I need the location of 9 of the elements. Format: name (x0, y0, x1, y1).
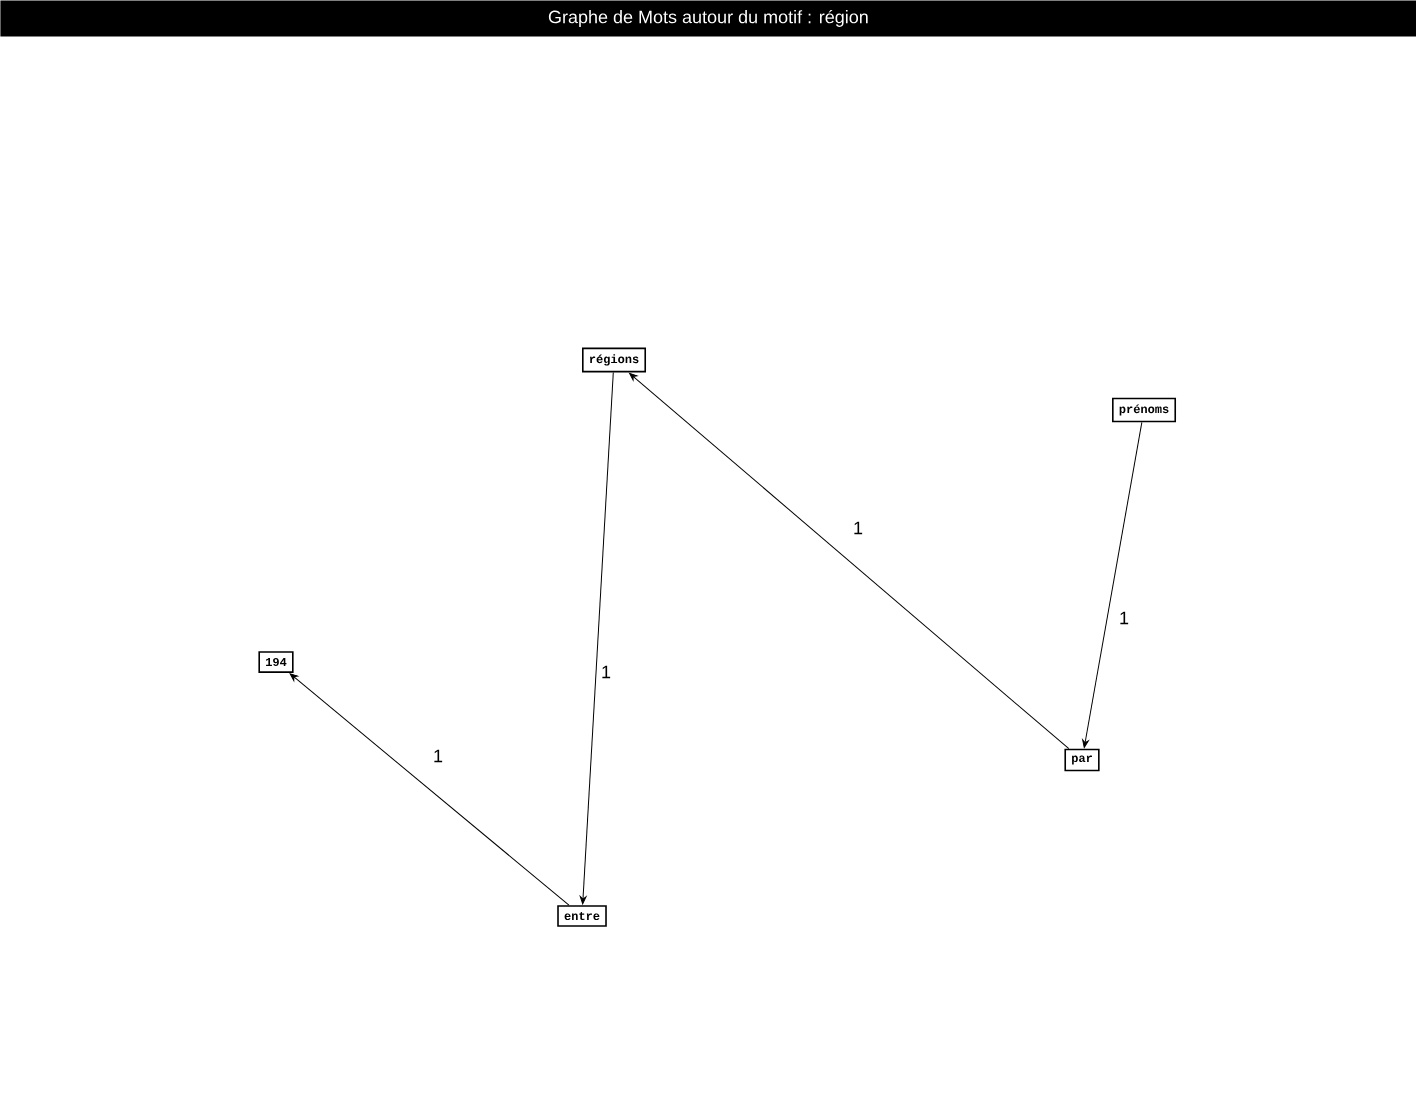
edge-label: 1 (431, 747, 445, 765)
edge-label: 1 (851, 519, 865, 537)
title-bar: Graphe de Mots autour du motif : région (0, 0, 1416, 37)
edge-label: 1 (599, 663, 613, 681)
arrow (629, 372, 1070, 750)
edge-label: 1 (1117, 609, 1132, 627)
arrow (289, 673, 570, 906)
arrow (579, 371, 614, 905)
arrow (1082, 421, 1143, 748)
